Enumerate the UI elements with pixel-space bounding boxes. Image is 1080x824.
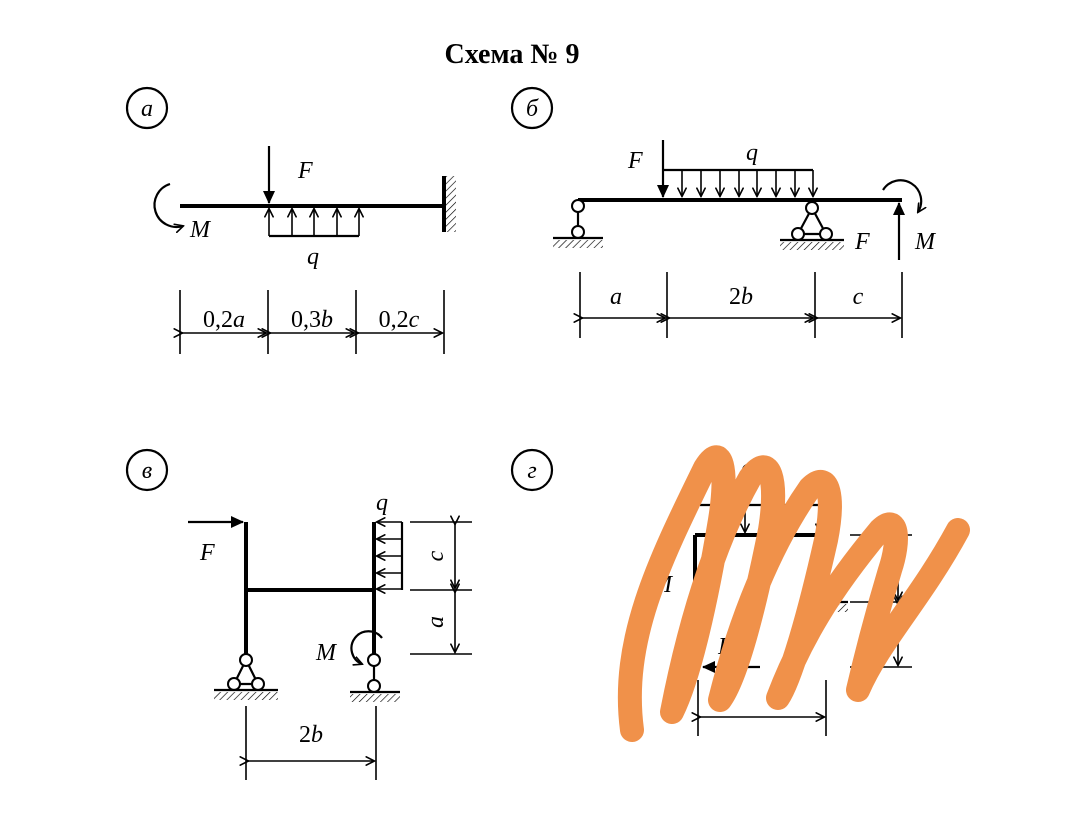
dimension-lines-v-horizontal	[246, 706, 377, 780]
dim-var-a-3: c	[409, 307, 420, 333]
dimension-lines-b	[580, 272, 903, 338]
panel-b: б F	[510, 86, 937, 338]
dim-var-a-1: a	[233, 307, 245, 333]
dim-label-a-1: 0,2a	[203, 307, 245, 333]
dim-var-a-2: b	[321, 307, 333, 333]
moment-arc-v	[350, 630, 383, 664]
panel-a-badge	[125, 86, 169, 130]
wall-hatch-a	[446, 176, 456, 232]
dim-coef-a-3: 0,2	[379, 307, 409, 333]
dim-label-b-3: c	[853, 284, 864, 310]
force-f-right-label-b: F	[854, 229, 870, 255]
panel-v-badge	[125, 448, 169, 492]
dimension-lines-a	[180, 290, 445, 354]
force-f-label-b: F	[627, 148, 643, 174]
triangle-support-b	[780, 201, 844, 250]
left-rod-support-b	[553, 199, 603, 248]
moment-m-label-b: M	[914, 229, 937, 255]
scribble-overlay	[617, 445, 970, 742]
panel-b-letter: б	[526, 96, 539, 122]
scheme-title: Схема № 9	[445, 39, 580, 70]
moment-m-label-v: M	[315, 640, 338, 666]
dim-label-v-2b: 2b	[299, 722, 323, 748]
dim-var-b-2: b	[741, 284, 753, 310]
load-q-label-b: q	[746, 140, 758, 166]
dim-label-v-a: a	[423, 616, 449, 628]
moment-arc-a	[153, 182, 183, 227]
dim-label-a-2: 0,3b	[291, 307, 333, 333]
panel-v-letter: в	[142, 458, 152, 484]
frame-v	[244, 522, 376, 660]
force-f-label-v: F	[199, 540, 215, 566]
moment-arc-b	[882, 179, 921, 212]
moment-m-label-a: M	[189, 217, 212, 243]
dim-var-v: b	[311, 722, 323, 748]
dim-coef-v: 2	[299, 722, 311, 748]
dim-coef-a-2: 0,3	[291, 307, 321, 333]
rod-support-v	[350, 653, 400, 702]
force-f-label-a: F	[297, 158, 313, 184]
distributed-load-a	[269, 209, 359, 238]
dim-coef-a-1: 0,2	[203, 307, 233, 333]
panel-g: г q M F b	[510, 445, 970, 742]
triangle-support-v	[214, 653, 278, 700]
dim-coef-b-2: 2	[729, 284, 741, 310]
panel-b-badge	[510, 86, 554, 130]
panel-a-letter: а	[141, 96, 153, 122]
load-q-label-v: q	[376, 490, 388, 516]
load-q-label-a: q	[307, 244, 319, 270]
panel-g-badge	[510, 448, 554, 492]
panel-a: а F q M 0,2a	[125, 86, 456, 354]
distributed-load-b	[663, 168, 813, 196]
dim-label-a-3: 0,2c	[379, 307, 420, 333]
panel-v: в F	[125, 448, 472, 780]
dim-label-b-2: 2b	[729, 284, 753, 310]
panel-g-letter: г	[527, 458, 536, 484]
dimension-lines-v-vertical	[410, 522, 472, 655]
dim-label-b-1: a	[610, 284, 622, 310]
dim-label-v-c: c	[423, 550, 449, 561]
distributed-load-v	[377, 522, 404, 590]
